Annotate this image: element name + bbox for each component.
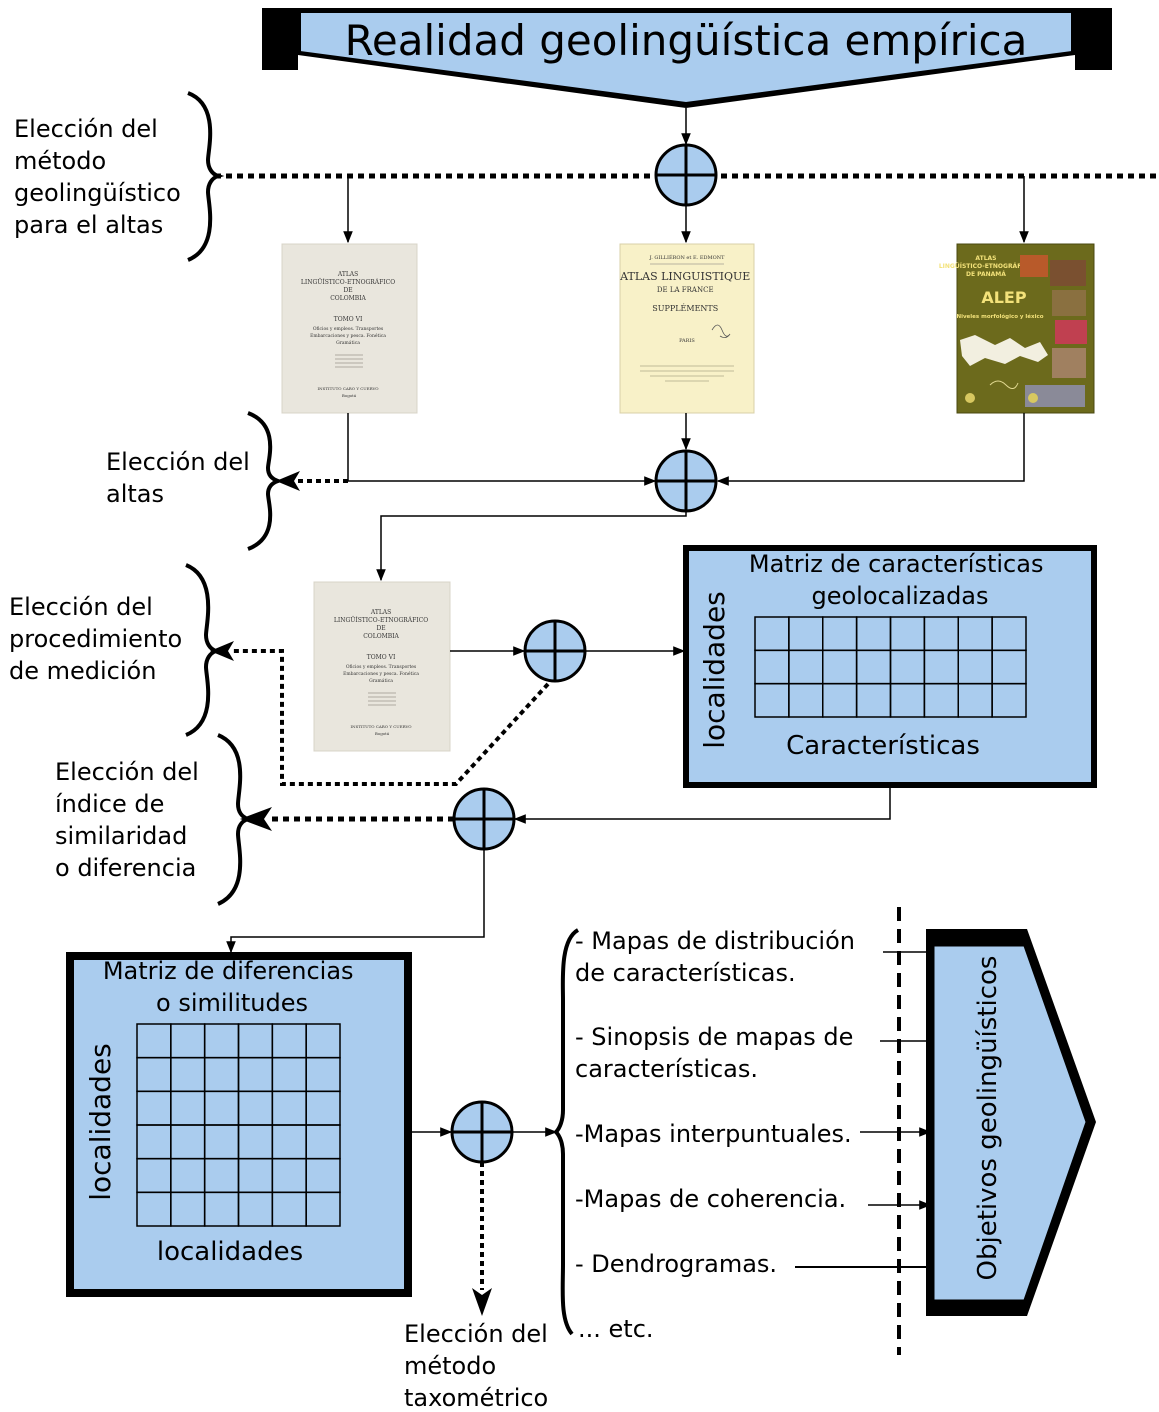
svg-text:ATLAS LINGUISTIQUE DE LA: ATLAS LINGUISTIQUE DE LA FRANCE SUPPLÉME… bbox=[619, 270, 754, 344]
label-taxometrico: Elección del método taxométrico bbox=[404, 1320, 556, 1412]
label-altas: Elección del altas bbox=[106, 448, 258, 508]
matrix-features-col-label: Características bbox=[786, 731, 980, 761]
matrix-features-title: Matriz de características geolocalizadas bbox=[749, 550, 1051, 610]
line-book-panama-down bbox=[716, 413, 1025, 486]
goal-label: Objetivos geolingüísticos bbox=[973, 956, 1003, 1281]
svg-text:J. GILLIÉRON et E. EDMONT: J. GILLIÉRON et E. EDMONT bbox=[649, 253, 725, 261]
matrix-diff-title: Matriz de diferencias o similitudes bbox=[103, 957, 361, 1017]
arrowhead-taxometrico bbox=[472, 1288, 492, 1316]
label-procedimiento: Elección del procedimiento de medición bbox=[9, 593, 190, 685]
junction-circle-1 bbox=[654, 143, 718, 207]
junction-circle-5 bbox=[450, 1100, 514, 1164]
book-cover-colombia: ATLAS LINGÜÍSTICO-ETNOGRÁFICO DE COLOMBI… bbox=[281, 243, 418, 414]
dotted-path-procedimiento bbox=[232, 649, 550, 786]
arrow-matrix-to-junction4 bbox=[513, 788, 891, 824]
svg-text:ATLAS LINGÜÍSTICO-ETNOGR: ATLAS LINGÜÍSTICO-ETNOGRÁFICO DE COLOMBI… bbox=[334, 609, 430, 736]
goal-arrow-box: Objetivos geolingüísticos bbox=[926, 929, 1096, 1316]
brace-metodo bbox=[187, 91, 225, 262]
brace-procedimiento bbox=[185, 563, 223, 737]
book-cover-france: J. GILLIÉRON et E. EDMONT ATLAS LINGUIST… bbox=[619, 243, 755, 414]
junction-circle-4 bbox=[452, 787, 516, 851]
brace-outputs bbox=[553, 928, 580, 1336]
matrix-diff-row-label: localidades bbox=[84, 1043, 117, 1201]
label-metodo: Elección del método geolingüístico para … bbox=[14, 115, 188, 239]
matrix-diff-box: Matriz de diferencias o similitudes loca… bbox=[66, 952, 412, 1297]
output-item-4: -Mapas de coherencia. bbox=[575, 1185, 846, 1213]
line-book-colombia-down bbox=[347, 413, 657, 486]
output-item-2: - Sinopsis de mapas de características. bbox=[575, 1023, 861, 1083]
svg-text:ATLAS LINGÜÍSTICO-ETNOGR: ATLAS LINGÜÍSTICO-ETNOGRÁFICO DE PANAMÁ … bbox=[939, 255, 1044, 320]
output-item-3: -Mapas interpuntuales. bbox=[575, 1120, 852, 1148]
matrix-cell bbox=[305, 1191, 341, 1227]
matrix-features-box: Matriz de características geolocalizadas… bbox=[683, 545, 1097, 788]
title-banner: Realidad geolingüística empírica bbox=[262, 8, 1112, 108]
brace-indice bbox=[217, 733, 255, 906]
arrow-junction4-to-matrix-diff bbox=[226, 849, 485, 954]
svg-text:ATLAS LINGÜÍSTICO-ETNOGR: ATLAS LINGÜÍSTICO-ETNOGRÁFICO DE COLOMBI… bbox=[301, 271, 397, 398]
output-item-1: - Mapas de distribución de característic… bbox=[575, 927, 863, 987]
book-cover-selected: ATLAS LINGÜÍSTICO-ETNOGRÁFICO DE COLOMBI… bbox=[313, 581, 451, 752]
book-cover-panama: ATLAS LINGÜÍSTICO-ETNOGRÁFICO DE PANAMÁ … bbox=[939, 243, 1095, 414]
arrow-junction2-to-selected-book bbox=[376, 511, 687, 582]
title-text: Realidad geolingüística empírica bbox=[345, 16, 1028, 65]
label-indice: Elección del índice de similaridad o dif… bbox=[55, 758, 207, 882]
matrix-features-grid bbox=[754, 616, 1027, 718]
output-item-5: - Dendrogramas. bbox=[575, 1250, 777, 1278]
matrix-diff-col-label: localidades bbox=[157, 1237, 303, 1267]
junction-circle-2 bbox=[654, 449, 718, 513]
matrix-cell bbox=[991, 682, 1027, 718]
output-item-etc: ... etc. bbox=[578, 1315, 654, 1343]
matrix-diff-grid bbox=[136, 1023, 341, 1227]
matrix-features-row-label: localidades bbox=[698, 591, 731, 749]
brace-altas bbox=[247, 411, 285, 551]
arrowhead-indice bbox=[240, 807, 272, 831]
arrowhead-altas bbox=[276, 471, 300, 491]
junction-circle-3 bbox=[523, 619, 587, 683]
